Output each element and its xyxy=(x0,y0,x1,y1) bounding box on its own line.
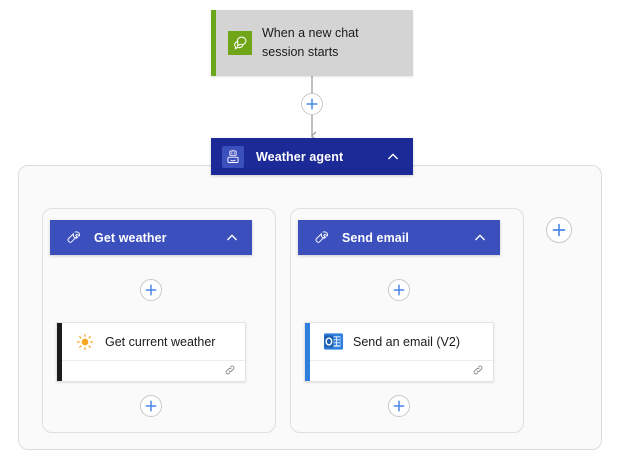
chevron-up-icon[interactable] xyxy=(473,231,487,245)
add-tool-button[interactable] xyxy=(546,217,572,243)
action-label-send-an-email: Send an email (V2) xyxy=(353,334,461,349)
tool-node-header-send-email[interactable]: Send email xyxy=(298,220,500,255)
tool-node-label-get-weather: Get weather xyxy=(94,230,167,245)
add-step-after-trigger-button[interactable] xyxy=(301,93,323,115)
action-card-header: Send an email (V2) xyxy=(305,323,493,361)
trigger-label: When a new chat session starts xyxy=(262,25,359,59)
action-card-send-an-email[interactable]: Send an email (V2) xyxy=(304,322,494,382)
tool-node-header-get-weather[interactable]: Get weather xyxy=(50,220,252,255)
link-icon[interactable] xyxy=(472,363,484,381)
action-accent-bar xyxy=(57,323,62,381)
action-card-get-current-weather[interactable]: Get current weather xyxy=(56,322,246,382)
chat-bubble-icon xyxy=(228,31,252,55)
wrench-icon xyxy=(312,229,330,247)
chevron-up-icon[interactable] xyxy=(225,231,239,245)
robot-icon xyxy=(222,145,244,168)
action-card-footer xyxy=(57,361,245,382)
action-card-header: Get current weather xyxy=(57,323,245,361)
action-label-get-current-weather: Get current weather xyxy=(105,334,216,349)
trigger-card[interactable]: When a new chat session starts xyxy=(211,10,413,76)
link-icon[interactable] xyxy=(224,363,236,381)
outlook-icon xyxy=(322,331,344,353)
trigger-accent-bar xyxy=(211,10,216,76)
add-step-in-send-email-top-button[interactable] xyxy=(388,279,410,301)
agent-node-header[interactable]: Weather agent xyxy=(211,138,413,175)
agent-node-label: Weather agent xyxy=(256,149,344,164)
action-accent-bar xyxy=(305,323,310,381)
chevron-up-icon[interactable] xyxy=(386,150,400,164)
add-step-in-get-weather-top-button[interactable] xyxy=(140,279,162,301)
action-card-footer xyxy=(305,361,493,382)
sun-icon xyxy=(74,331,96,353)
add-step-in-send-email-bottom-button[interactable] xyxy=(388,395,410,417)
tool-node-label-send-email: Send email xyxy=(342,230,409,245)
wrench-icon xyxy=(64,229,82,247)
add-step-in-get-weather-bottom-button[interactable] xyxy=(140,395,162,417)
